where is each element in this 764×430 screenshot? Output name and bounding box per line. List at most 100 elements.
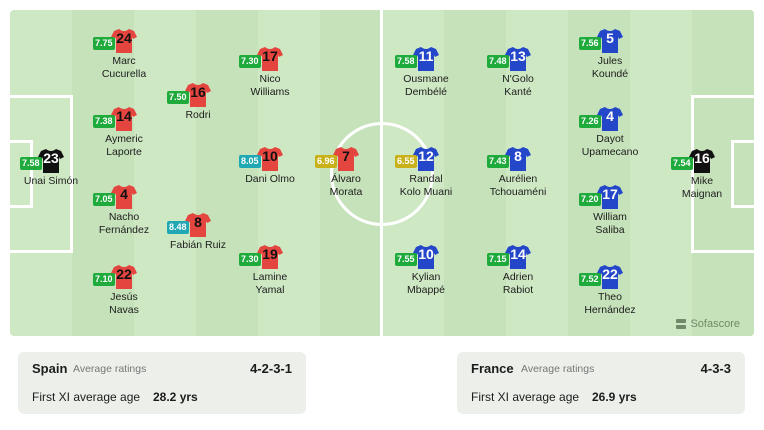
player-rating-badge: 7.48 [487,55,509,68]
shirt-number: 14 [116,108,132,124]
france-summary-card: France Average ratings 4-3-3 First XI av… [457,352,745,414]
player-name-line2: Hernández [584,304,636,316]
player-rating-badge: 7.52 [579,273,601,286]
player-name-line1: Jesús [110,291,138,303]
france-team-name[interactable]: France [471,361,514,376]
shirt-number: 4 [606,108,614,124]
sofascore-logo[interactable]: Sofascore [675,318,740,330]
left-goal-box [10,140,33,208]
shirt-icon: 22 [597,264,623,290]
player-rating-badge: 7.58 [395,55,417,68]
player-name-line1: N'Golo [502,73,534,85]
player-name-line1: Aymeric [105,133,143,145]
left-penalty-box [10,95,73,253]
player-rating-badge: 7.56 [579,37,601,50]
player-name-line2: Upamecano [581,146,639,158]
spain-age-label: First XI average age [32,390,141,404]
spain-average-ratings-label: Average ratings [73,363,147,375]
player-name-line1: Jules [597,55,623,67]
player-name-line1: Ousmane [403,73,449,85]
sofascore-icon [676,319,687,329]
player-name-line1: Randal [409,173,443,185]
shirt-icon: 14 [505,244,531,270]
shirt-number: 13 [510,48,526,64]
player-rating-badge: 7.43 [487,155,509,168]
player-name-line2: Kolo Muani [399,186,453,198]
shirt-number: 17 [602,186,618,202]
player-name-line1: Marc [112,55,136,67]
france-age-value: 26.9 yrs [592,390,637,404]
shirt-icon: 24 [111,28,137,54]
player-name-line1: Álvaro [331,173,361,185]
player-name-line1: Kylian [411,271,441,283]
player-rating-badge: 7.30 [239,55,261,68]
player-rating-badge: 7.75 [93,37,115,50]
player-name-line2: Kanté [504,86,532,98]
shirt-icon: 13 [505,46,531,72]
player-name-line2: Tchouaméni [489,186,547,198]
spain-team-name[interactable]: Spain [32,361,68,376]
player-name-line1: Nacho [108,211,140,223]
shirt-icon: 19 [257,244,283,270]
shirt-number: 11 [418,48,434,64]
shirt-icon: 4 [111,184,137,210]
spain-formation: 4-2-3-1 [250,361,292,376]
shirt-icon: 16 [185,82,211,108]
player-name-line2: Williams [250,86,290,98]
player-name-line2: Maignan [681,188,723,200]
right-goal-box [731,140,754,208]
shirt-number: 22 [602,266,618,282]
player-rating-badge: 7.10 [93,273,115,286]
player-name-line1: Adrien [502,271,534,283]
player-name-line1: Unai Simón [23,175,79,187]
player-rating-badge: 7.20 [579,193,601,206]
shirt-icon: 10 [257,146,283,172]
player-rating-badge: 7.58 [20,157,42,170]
shirt-number: 8 [194,214,202,230]
player-rating-badge: 8.05 [239,155,261,168]
brand-label: Sofascore [690,318,740,330]
player-name-line1: Nico [259,73,281,85]
player-rating-badge: 7.54 [671,157,693,170]
france-age-label: First XI average age [471,390,580,404]
shirt-icon: 11 [413,46,439,72]
player-rating-badge: 7.55 [395,253,417,266]
shirt-number: 22 [116,266,132,282]
spain-age-value: 28.2 yrs [153,390,198,404]
shirt-number: 12 [418,148,434,164]
shirt-number: 8 [514,148,522,164]
player-name-line1: Mike [690,175,714,187]
shirt-icon: 4 [597,106,623,132]
france-average-ratings-label: Average ratings [521,363,595,375]
player-rating-badge: 7.15 [487,253,509,266]
shirt-number: 23 [43,150,59,166]
player-name-line1: Dani Olmo [245,173,295,185]
france-formation: 4-3-3 [700,361,731,376]
player-name-line1: Lamine [252,271,288,283]
player-name-line1: Aurélien [498,173,538,185]
